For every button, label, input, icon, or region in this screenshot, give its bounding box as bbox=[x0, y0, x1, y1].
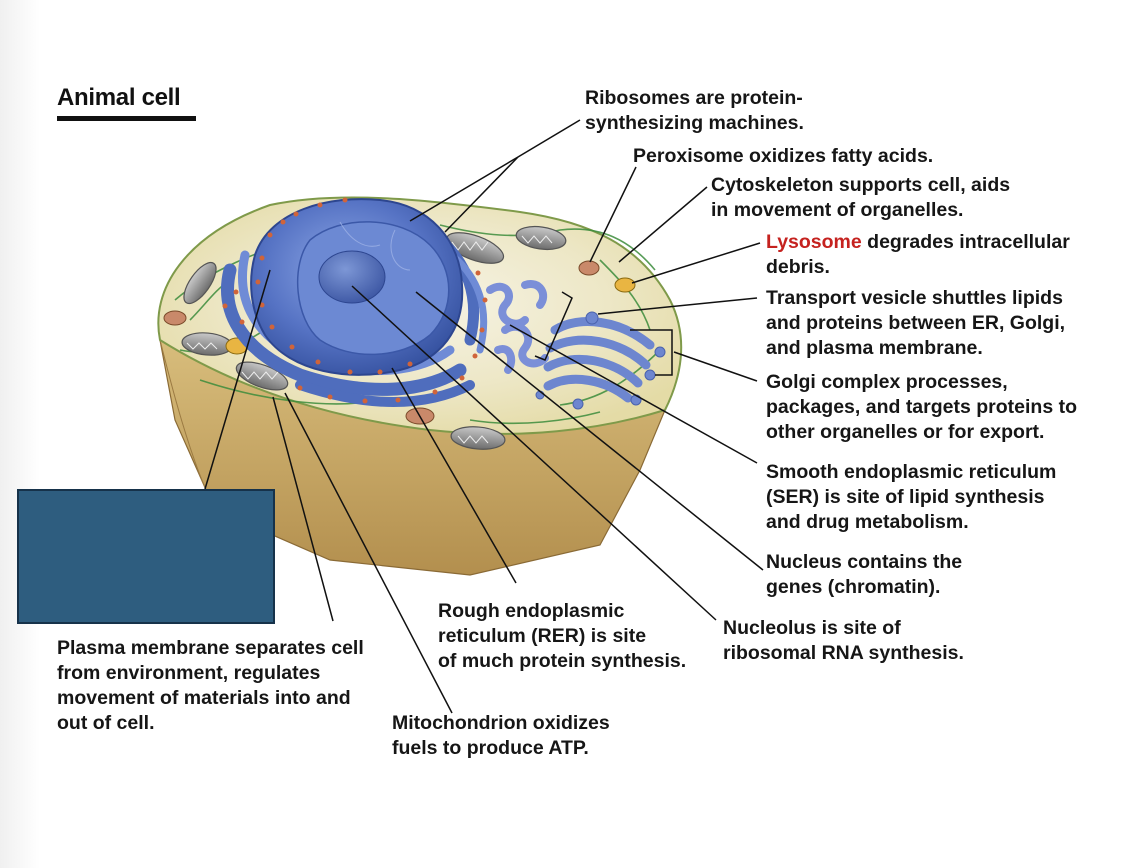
hidden-label-box bbox=[17, 489, 275, 624]
label-ribosomes: Ribosomes are protein-synthesizing machi… bbox=[585, 87, 804, 134]
diagram-title: Animal cell bbox=[57, 84, 181, 111]
brackets bbox=[534, 291, 673, 376]
mitochondria-cristae bbox=[186, 235, 553, 444]
title-underline bbox=[57, 116, 196, 121]
golgi-complex bbox=[543, 317, 655, 403]
lysosome-term: Lysosome bbox=[766, 231, 862, 253]
nucleus bbox=[250, 198, 464, 376]
label-golgi-complex: Golgi complex processes,packages, and ta… bbox=[766, 371, 1078, 443]
label-peroxisome: Peroxisome oxidizes fatty acids. bbox=[633, 145, 934, 167]
left-shadow-strip bbox=[0, 0, 40, 868]
label-lysosome: Lysosome degrades intracellular debris. bbox=[766, 231, 1070, 278]
label-smooth-er: Smooth endoplasmic reticulum(SER) is sit… bbox=[766, 461, 1057, 533]
mitochondria bbox=[181, 225, 567, 450]
ribosome-dots bbox=[222, 197, 488, 404]
leader-lines bbox=[204, 119, 764, 714]
